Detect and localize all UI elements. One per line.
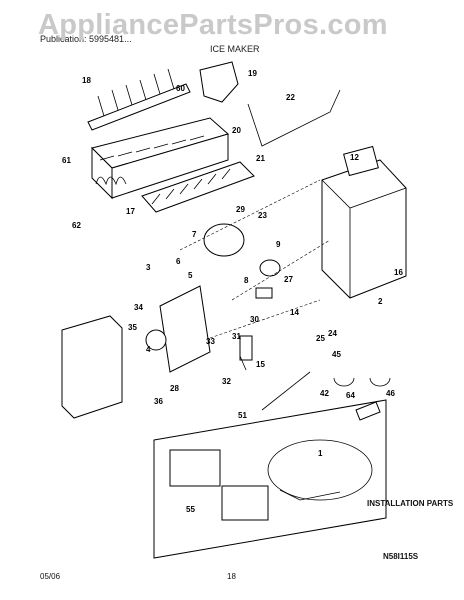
callout: 30	[250, 315, 259, 324]
callout: 36	[154, 397, 163, 406]
callout: 22	[286, 93, 295, 102]
mounting-plate	[159, 285, 211, 373]
callout: 19	[248, 69, 257, 78]
callout: 46	[386, 389, 395, 398]
thermostat	[255, 287, 273, 299]
installation-parts-label: INSTALLATION PARTS	[367, 499, 454, 508]
callout: 61	[62, 156, 71, 165]
clamp-left	[333, 377, 355, 387]
shut-off-arm	[247, 89, 341, 147]
callout: 1	[318, 449, 323, 458]
callout: 4	[146, 345, 151, 354]
publication-header: Publication: 5995481...	[40, 34, 132, 44]
callout: 24	[328, 329, 337, 338]
callout: 27	[284, 275, 293, 284]
fill-cup	[141, 161, 255, 213]
callout: 60	[176, 84, 185, 93]
callout: 18	[82, 76, 91, 85]
callout: 15	[256, 360, 265, 369]
control-housing	[321, 145, 407, 299]
callout: 28	[170, 384, 179, 393]
gear	[259, 259, 281, 277]
callout: 29	[236, 205, 245, 214]
assembly-guide	[179, 179, 331, 339]
callout: 3	[146, 263, 151, 272]
callout: 2	[378, 297, 383, 306]
callout: 5	[188, 271, 193, 280]
water-valve	[169, 449, 269, 521]
water-tubing	[267, 439, 373, 501]
callout: 23	[258, 211, 267, 220]
callout: 42	[320, 389, 329, 398]
callout: 14	[290, 308, 299, 317]
page-number: 18	[227, 572, 236, 581]
callout: 25	[316, 334, 325, 343]
callout: 55	[186, 505, 195, 514]
callout: 17	[126, 207, 135, 216]
tubing-tail	[279, 489, 341, 501]
callout: 62	[72, 221, 81, 230]
callout: 33	[206, 337, 215, 346]
callout: 21	[256, 154, 265, 163]
footer-date: 05/06	[40, 572, 61, 581]
callout: 12	[350, 153, 359, 162]
callout: 7	[192, 230, 197, 239]
motor	[203, 223, 245, 257]
installation-box	[153, 399, 387, 559]
callout: 31	[232, 332, 241, 341]
harness	[239, 355, 247, 371]
callout: 8	[244, 276, 249, 285]
callout: 9	[276, 240, 281, 249]
callout: 6	[176, 257, 181, 266]
clamp-right	[369, 377, 391, 387]
callout: 32	[222, 377, 231, 386]
power-cord	[261, 371, 311, 411]
section-title: ICE MAKER	[210, 44, 260, 54]
callout: 34	[134, 303, 143, 312]
ice-mold-assembly	[91, 117, 230, 200]
callout: 35	[128, 323, 137, 332]
switch	[239, 335, 253, 361]
callout: 64	[346, 391, 355, 400]
ejector-comb	[87, 68, 191, 131]
diagram-id: N58I115S	[383, 552, 419, 561]
callout: 16	[394, 268, 403, 277]
front-cover	[61, 315, 123, 419]
callout: 45	[332, 350, 341, 359]
callout: 51	[238, 411, 247, 420]
timing-gear	[145, 329, 167, 351]
callout: 20	[232, 126, 241, 135]
watermark: AppliancePartsPros.com	[38, 9, 388, 41]
cover	[199, 61, 239, 103]
cord-clip	[355, 401, 381, 421]
